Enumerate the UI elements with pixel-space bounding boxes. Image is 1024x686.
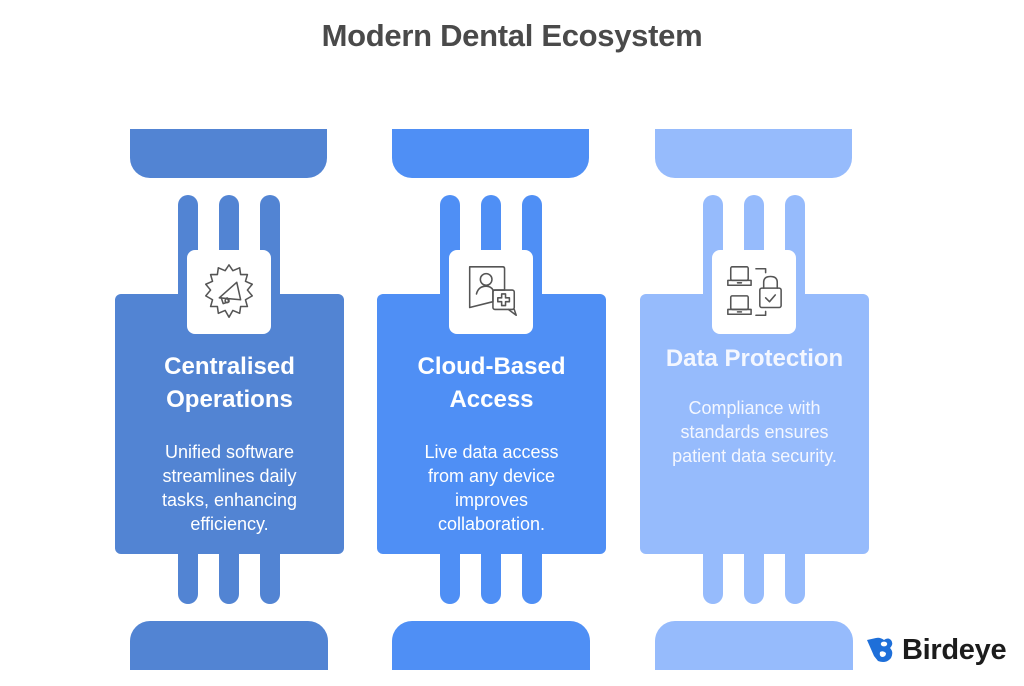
pillar-cloud-based-access: Cloud-Based Access Live data access from…: [377, 0, 607, 686]
pillar-icon-box: [449, 250, 533, 334]
laptops-lock-icon: [727, 266, 782, 317]
pillar-column-bar: [522, 540, 542, 604]
pillar-capital: [392, 129, 589, 178]
pillar-base: [130, 621, 328, 670]
pillar-description: Unified software streamlines daily tasks…: [161, 442, 298, 534]
pillar-column-bar: [481, 540, 501, 604]
pillar-column-bar: [178, 540, 198, 604]
diagram-title: Modern Dental Ecosystem: [321, 18, 703, 53]
brand-name: Birdeye: [902, 633, 1007, 666]
pillar-column-bar: [260, 540, 280, 604]
pillar-centralised-operations: Centralised Operations Unified software …: [115, 0, 345, 686]
user-chat-medical-icon: [468, 266, 517, 317]
pillar-description: Live data access from any device improve…: [424, 442, 559, 534]
gear-megaphone-icon: [204, 264, 254, 318]
pillar-column-bar: [219, 540, 239, 604]
birdeye-logo-icon: [867, 637, 893, 662]
pillar-capital: [130, 129, 327, 178]
pillar-panel: Cloud-Based Access Live data access from…: [377, 294, 606, 554]
pillar-base: [392, 621, 590, 670]
pillar-column-bar: [440, 540, 460, 604]
pillar-heading: Data Protection: [665, 345, 844, 372]
pillar-panel: Data Protection Compliance with standard…: [640, 294, 869, 554]
pillar-column-bar: [744, 540, 764, 604]
pillar-column-bar: [785, 540, 805, 604]
pillar-heading: Centralised Operations: [164, 353, 295, 413]
pillar-panel: Centralised Operations Unified software …: [115, 294, 344, 554]
pillar-base: [655, 621, 853, 670]
pillar-icon-box: [712, 250, 796, 334]
pillar-heading: Cloud-Based Access: [417, 353, 566, 413]
birdeye-logo: Birdeye: [864, 630, 1007, 670]
pillar-description: Compliance with standards ensures patien…: [672, 398, 837, 466]
pillar-capital: [655, 129, 852, 178]
pillar-column-bar: [703, 540, 723, 604]
pillar-data-protection: Data Protection Compliance with standard…: [640, 0, 870, 686]
pillar-icon-box: [187, 250, 271, 334]
